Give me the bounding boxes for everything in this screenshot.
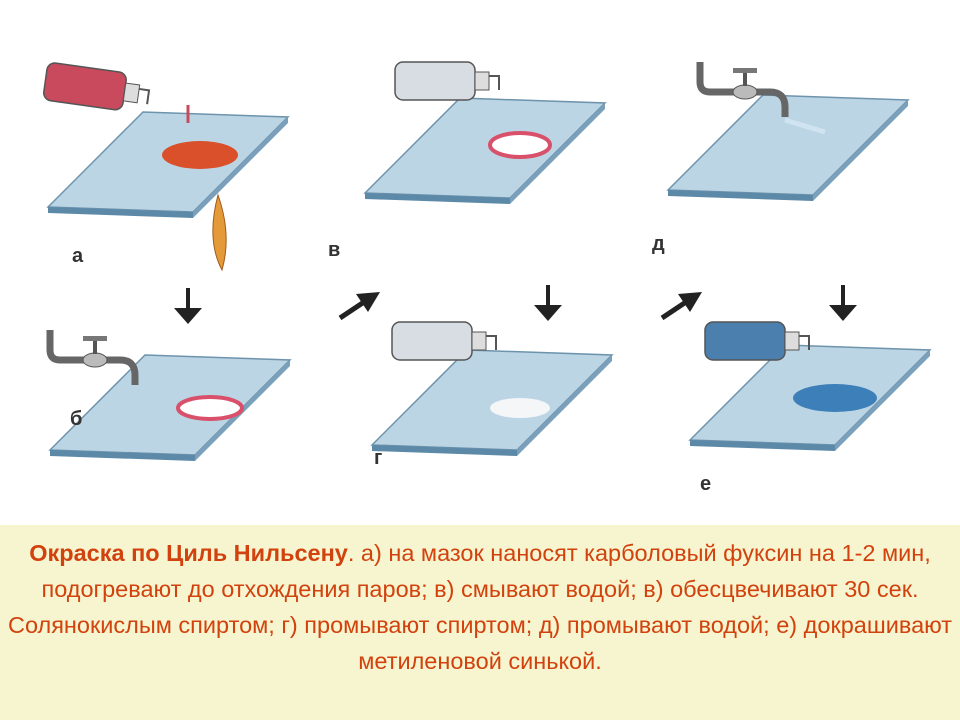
glass-slide (47, 111, 289, 219)
panel-label: е (700, 473, 711, 495)
ziehl-neelsen-illustration: а в д б г е (41, 0, 931, 495)
panel-label: а (72, 245, 84, 267)
fuchsin-bottle (41, 61, 152, 116)
arrow-down-icon (174, 288, 202, 324)
alcohol-bottle (394, 61, 500, 101)
caption: Окраска по Циль Нильсену. а) на мазок на… (0, 525, 960, 720)
stain-decolorized (490, 398, 550, 418)
panel-label: в (328, 239, 340, 261)
flame-icon (212, 193, 227, 272)
arrow-diagonal-icon (340, 292, 380, 318)
panel-label: г (374, 447, 382, 469)
panel-label: д (652, 233, 665, 255)
stain-washed (488, 131, 552, 159)
panel-label: б (70, 408, 82, 430)
caption-title: Окраска по Циль Нильсену (29, 540, 348, 566)
stain-washed (176, 395, 244, 421)
panel-g: г (371, 321, 613, 469)
panel-e: е (689, 321, 931, 495)
panel-b: б (49, 330, 291, 462)
glass-slide (364, 97, 606, 205)
stain-blue (793, 384, 877, 412)
arrow-down-icon (534, 285, 562, 321)
arrow-diagonal-icon (662, 292, 702, 318)
panel-d: д (652, 62, 909, 255)
panel-a: а (41, 61, 289, 272)
stain-red (162, 141, 238, 169)
caption-text: . а) на мазок наносят карболовый фуксин … (7, 540, 953, 674)
panel-v: в (328, 61, 606, 261)
glass-slide (49, 354, 291, 462)
arrow-down-icon (829, 285, 857, 321)
glass-slide (371, 349, 613, 457)
